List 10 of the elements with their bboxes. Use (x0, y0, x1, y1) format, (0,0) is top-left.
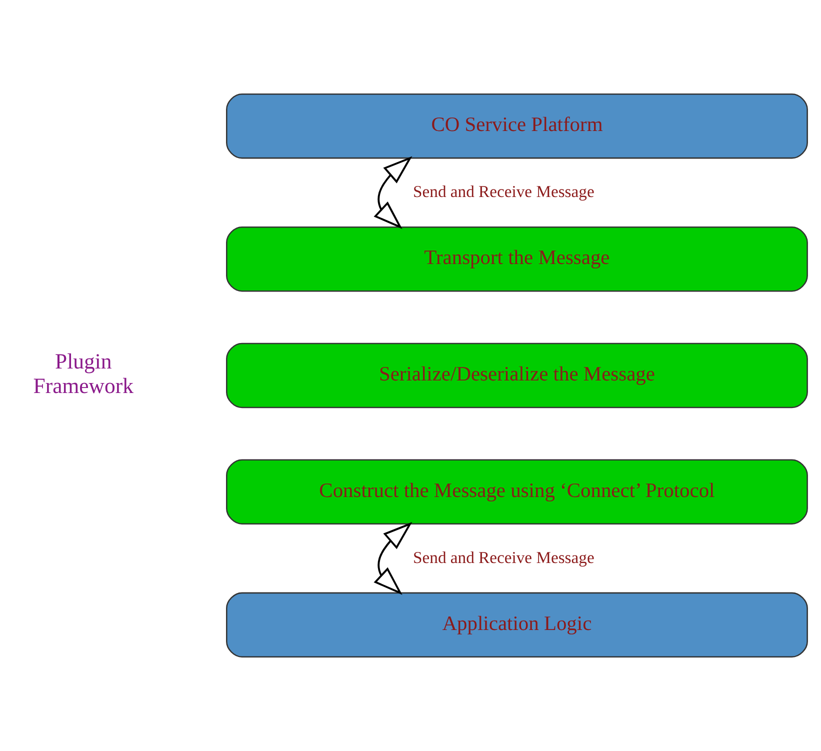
node-box: CO Service Platform (226, 93, 808, 159)
arrow (374, 156, 412, 230)
arrow (374, 522, 412, 595)
node-box: Application Logic (226, 592, 808, 658)
edge-label: Send and Receive Message (413, 548, 594, 567)
node-box: Transport the Message (226, 226, 808, 292)
label: Plugin Framework (33, 350, 134, 398)
edge-label: Send and Receive Message (413, 182, 594, 201)
node-box: Serialize/Deserialize the Message (226, 342, 808, 408)
node-box: Construct the Message using ‘Connect’ Protocol (226, 459, 808, 524)
